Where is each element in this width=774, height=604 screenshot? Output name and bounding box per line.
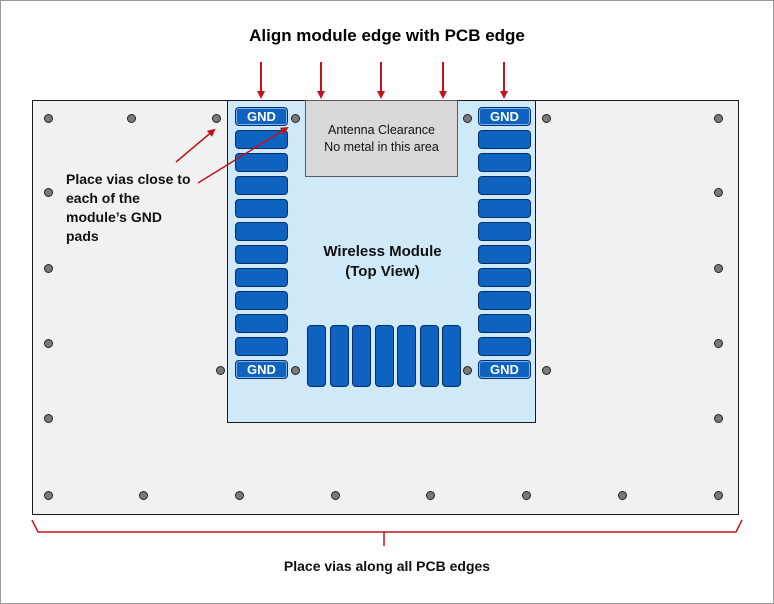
left-pad [235,245,288,264]
bottom-pad [307,325,326,387]
right-pad [478,153,531,172]
gnd-pad-bottom-left: GND [235,360,288,379]
via [541,113,551,123]
via-note: Place vias close to each of the module’s… [66,170,196,246]
via [617,490,627,500]
module-name: Wireless Module [323,243,442,260]
via [425,490,435,500]
via [43,113,53,123]
module-view: (Top View) [345,263,420,280]
right-pad [478,130,531,149]
right-pad [478,337,531,356]
bottom-pad [397,325,416,387]
right-pad [478,176,531,195]
antenna-clearance-area: Antenna Clearance No metal in this area [305,100,458,177]
via [541,365,551,375]
edge-vias-caption: Place vias along all PCB edges [283,558,491,574]
right-pad [478,314,531,333]
left-pad [235,153,288,172]
module-label: Wireless Module (Top View) [300,242,465,282]
via [215,365,225,375]
right-pad [478,199,531,218]
via [43,187,53,197]
via [138,490,148,500]
gnd-pad-bottom-right: GND [478,360,531,379]
via [43,338,53,348]
gnd-pad-top-left: GND [235,107,288,126]
note-arrow-to-via [197,126,289,184]
left-pad [235,222,288,241]
via [330,490,340,500]
via [290,113,300,123]
via [462,365,472,375]
via-note-line: module’s GND pads [66,209,162,244]
via [290,365,300,375]
right-pad [478,268,531,287]
left-pad [235,176,288,195]
via-note-arrows [175,126,289,184]
bottom-pad [374,325,394,387]
bottom-pad [329,325,349,387]
left-pad [235,268,288,287]
right-pad [478,222,531,241]
via [43,413,53,423]
via [713,187,723,197]
via [713,490,723,500]
via [126,113,136,123]
bottom-pad [419,325,439,387]
via [713,413,723,423]
right-pad [478,245,531,264]
via [462,113,472,123]
via [43,490,53,500]
antenna-clearance-label: Antenna Clearance [327,122,436,137]
via [713,263,723,273]
gnd-pad-top-right: GND [478,107,531,126]
via-note-line: Place vias close to [66,171,191,187]
alignment-arrows [257,62,508,99]
left-pad [235,314,288,333]
via [43,263,53,273]
via [713,113,723,123]
bottom-pad [352,325,371,387]
right-pad [478,291,531,310]
bottom-pad [442,325,461,387]
diagram-title: Align module edge with PCB edge [249,26,525,45]
left-pad [235,291,288,310]
via-note-line: each of the [66,190,140,206]
via [713,338,723,348]
left-pad [235,337,288,356]
via [234,490,244,500]
no-metal-label: No metal in this area [324,139,439,154]
via [521,490,531,500]
pcb-width-bracket [31,519,743,533]
note-arrow-to-via [175,128,216,163]
left-pad [235,199,288,218]
via [211,113,221,123]
